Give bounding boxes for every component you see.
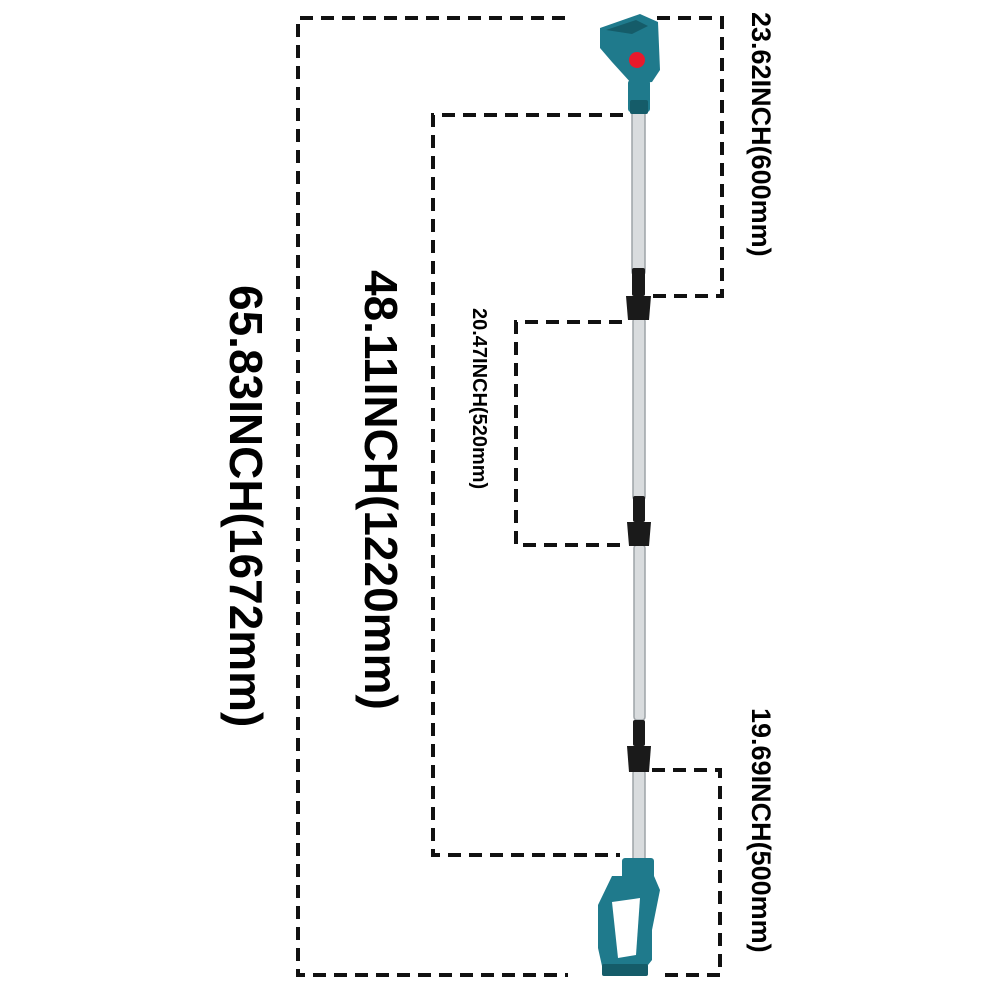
pole-bottom-segment: [632, 769, 646, 866]
pole-saw-illustration: [598, 14, 660, 976]
bottom-section-label: 19.69INCH(500mm): [746, 708, 776, 953]
pole-upper-segment: [631, 109, 646, 276]
pole-middle-segment: [632, 317, 646, 501]
middle-section-label: 20.47INCH(520mm): [468, 308, 490, 489]
bottom-section-dimension-line: [652, 768, 722, 977]
red-adjust-button-icon: [629, 52, 645, 68]
pole-length-label: 48.11INCH(1220mm): [355, 270, 407, 710]
total-length-dimension-line: [296, 16, 568, 977]
pole-lower-segment: [633, 544, 646, 721]
handle-grip: [598, 858, 660, 976]
middle-section-dimension-line: [514, 320, 626, 547]
pole-length-dimension-line: [431, 113, 623, 857]
joint-collar-lower: [627, 720, 651, 772]
joint-collar-middle: [627, 496, 651, 546]
total-length-label: 65.83INCH(1672mm): [220, 285, 272, 727]
joint-collar-upper: [626, 268, 651, 320]
cutting-head: [600, 14, 660, 114]
top-section-label: 23.62INCH(600mm): [746, 12, 776, 257]
top-section-dimension-line: [652, 16, 724, 298]
